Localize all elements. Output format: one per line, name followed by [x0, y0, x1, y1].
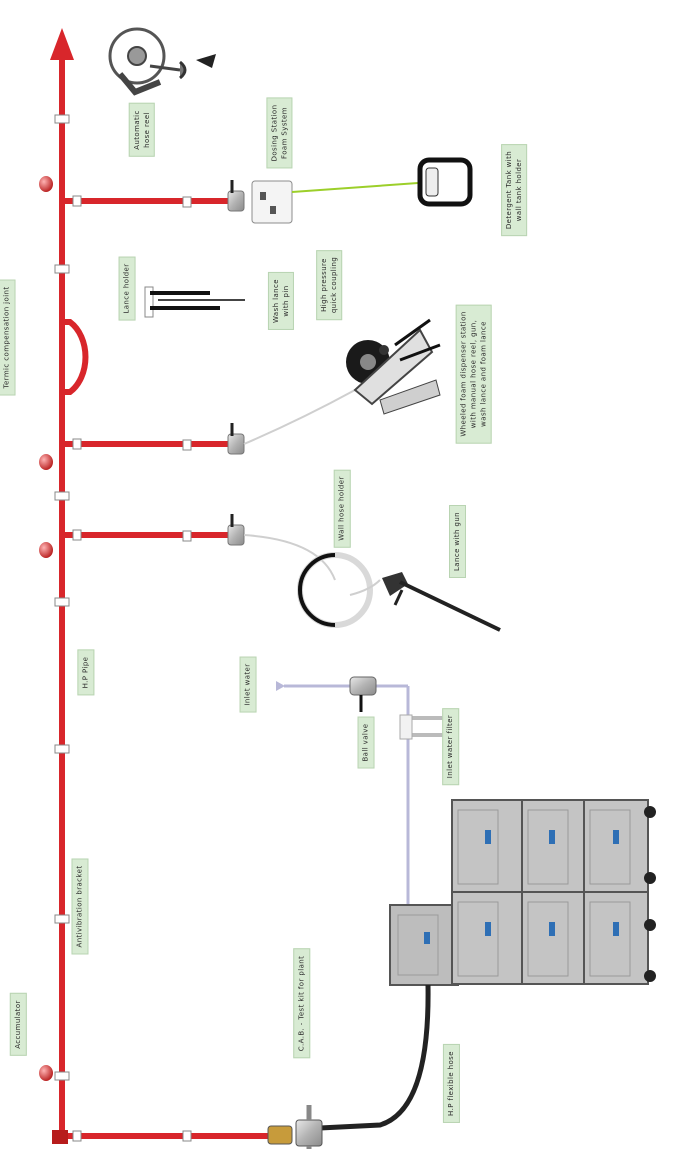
- label-lance-with-gun: Lance with gun: [449, 505, 466, 578]
- inlet-water-line: [276, 681, 408, 905]
- hp-pipe: [50, 28, 285, 1138]
- lance-holder-icon: [145, 287, 245, 317]
- hose-reel-icon: [110, 29, 216, 92]
- test-kit-icon: [268, 1105, 322, 1149]
- label-antivibration-bracket: Antivibration bracket: [71, 859, 88, 955]
- label-lance-holder: Lance holder: [119, 256, 136, 320]
- quick-coupling-icon: [228, 180, 244, 545]
- label-accumulator: Accumulator: [10, 993, 27, 1056]
- label-dosing-station: Dosing Station Foam System: [266, 98, 292, 169]
- label-hp-flexible-hose: H.P flexible hose: [443, 1044, 460, 1123]
- arrow-up-icon: [50, 28, 74, 60]
- label-cab-test-kit: C.A.B. - Test kit for plant: [293, 949, 310, 1059]
- pump-machine-icon: [390, 800, 656, 985]
- wheeled-foam-station-icon: [244, 320, 440, 444]
- foam-station-icon: [252, 181, 418, 223]
- detergent-tank-icon: [420, 160, 470, 204]
- label-inlet-water-filter: Inlet water filter: [442, 708, 459, 785]
- label-hp-quick-coupling: High pressure quick coupling: [316, 250, 342, 320]
- water-filter-icon: [400, 715, 445, 739]
- wall-hose-holder-icon: [300, 555, 380, 625]
- hp-flexible-hose: [320, 985, 428, 1128]
- label-wall-hose-holder: Wall hose holder: [334, 469, 351, 547]
- label-hp-pipe: H.P Pipe: [77, 650, 94, 696]
- ball-valve-icon: [350, 677, 376, 712]
- termic-joint-loop: [62, 322, 85, 392]
- label-ball-valve: Ball valve: [358, 716, 375, 768]
- label-termic-joint: Termic compensation joint: [0, 279, 16, 395]
- label-wash-lance: Wash lance with pin: [268, 272, 294, 330]
- label-inlet-water: Inlet water: [240, 656, 257, 712]
- label-detergent-tank: Detergent Tank with wall tank holder: [501, 144, 527, 236]
- label-automatic-hose-reel: Automatic hose reel: [129, 103, 155, 157]
- label-wheeled-foam: Wheeled foam dispenser station with manu…: [456, 304, 492, 443]
- lance-gun-icon: [382, 572, 500, 630]
